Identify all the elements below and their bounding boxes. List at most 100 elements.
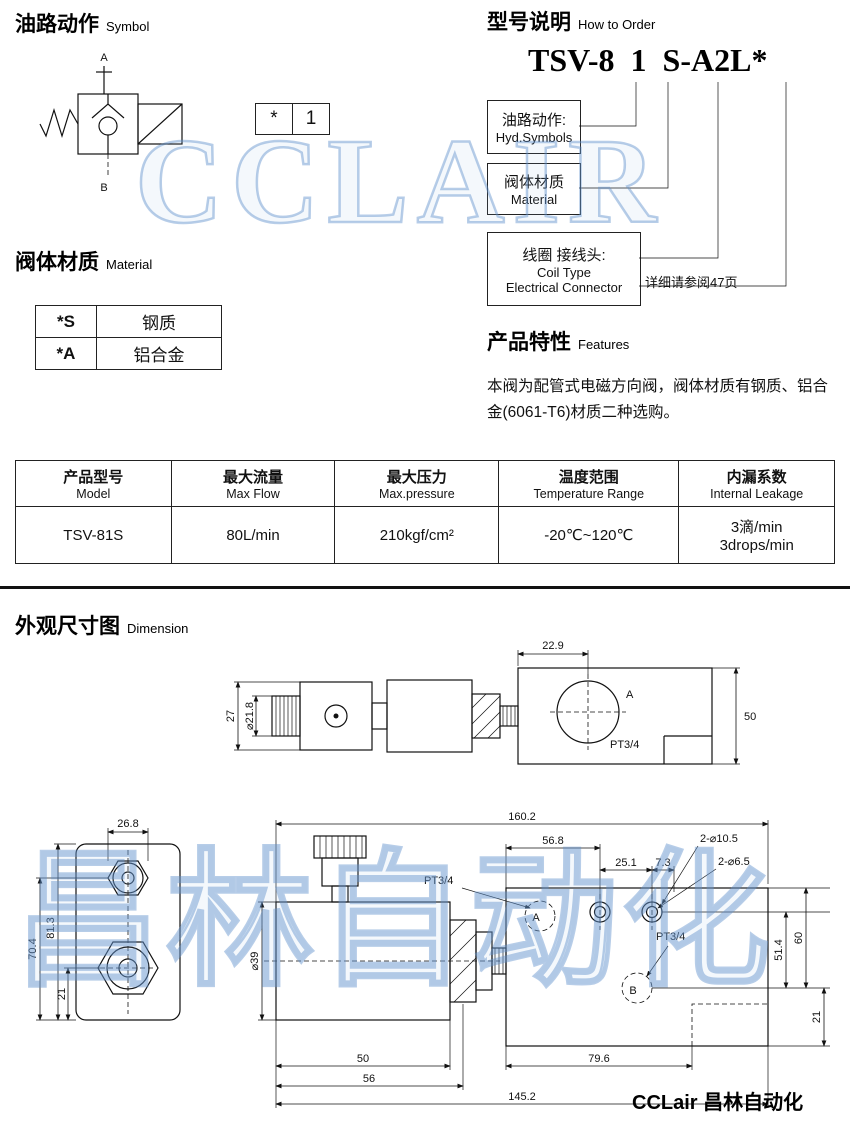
dim-label-60: 60 xyxy=(793,932,805,944)
top-view-port-a-label: A xyxy=(626,689,634,701)
section-divider xyxy=(0,586,850,589)
features-title-cn: 产品特性 xyxy=(487,331,571,354)
model-code-part-1: TSV-8 xyxy=(528,42,615,78)
material-name-steel: 钢质 xyxy=(96,305,222,338)
side-view-dimensions: 160.2 56.8 25.1 7.3 2-⌀10.5 2-⌀6.5 PT3/4… xyxy=(249,811,830,1108)
spec-table-header-row: 产品型号 Model 最大流量 Max Flow 最大压力 Max.pressu… xyxy=(15,460,835,507)
dim-label-22-9: 22.9 xyxy=(542,640,563,652)
material-title-en: Material xyxy=(106,257,153,272)
callout-holes-thru: 2-⌀6.5 xyxy=(718,856,750,868)
spec-header-temp: 温度范围 Temperature Range xyxy=(498,460,680,507)
material-row-steel: *S 钢质 xyxy=(35,305,222,338)
hydraulic-symbol-drawing: A B xyxy=(39,52,183,194)
model-code: TSV-8 1 S-A2L* xyxy=(528,42,767,79)
order-box-hyd-symbols: 油路动作: Hyd.Symbols xyxy=(487,100,581,154)
spec-table-data-row: TSV-81S 80L/min 210kgf/cm² -20℃~120℃ 3滴/… xyxy=(15,506,835,564)
symbol-code-one: 1 xyxy=(293,103,330,135)
order-box-coil-line1: 线圈 接线头: xyxy=(522,246,606,264)
material-row-aluminum: *A 铝合金 xyxy=(35,337,222,370)
symbol-lines xyxy=(39,66,183,176)
dim-label-25-1: 25.1 xyxy=(615,857,636,869)
order-title-cn: 型号说明 xyxy=(487,11,571,34)
dimension-title-cn: 外观尺寸图 xyxy=(15,615,120,638)
material-section-heading: 阀体材质 Material xyxy=(15,246,152,276)
spec-header-flow-cn: 最大流量 xyxy=(223,469,284,486)
order-leader-lines xyxy=(579,82,787,287)
spec-table: 产品型号 Model 最大流量 Max Flow 最大压力 Max.pressu… xyxy=(15,460,835,564)
spec-header-model-cn: 产品型号 xyxy=(63,469,124,486)
spec-header-pressure-en: Max.pressure xyxy=(378,487,455,501)
features-title-en: Features xyxy=(578,337,630,352)
port-b-label: B xyxy=(629,985,636,997)
dim-label-21-side: 21 xyxy=(811,1011,823,1023)
spec-header-leakage-en: Internal Leakage xyxy=(710,487,804,501)
dim-label-56-8: 56.8 xyxy=(542,835,563,847)
material-code-s: *S xyxy=(35,305,97,338)
top-view-shapes xyxy=(271,667,713,765)
dim-label-81-3: 81.3 xyxy=(45,917,57,938)
dim-label-dia-39: ⌀39 xyxy=(249,952,261,971)
order-box-coil-connector: 线圈 接线头: Coil Type Electrical Connector xyxy=(487,232,641,306)
dim-label-51-4: 51.4 xyxy=(773,939,785,960)
front-view-shapes xyxy=(75,843,181,1021)
symbol-title-cn: 油路动作 xyxy=(15,13,99,36)
spec-header-temp-cn: 温度范围 xyxy=(558,469,619,486)
dim-label-26-8: 26.8 xyxy=(117,818,138,830)
footer-brand: CCLair 昌林自动化 xyxy=(632,1092,804,1114)
front-view-dimensions: 26.8 70.4 81.3 21 xyxy=(27,818,149,1021)
side-view-shapes xyxy=(264,835,769,1047)
material-title-cn: 阀体材质 xyxy=(15,251,99,274)
dimension-title-en: Dimension xyxy=(127,621,189,636)
model-code-part-2: 1 xyxy=(630,42,647,78)
dim-label-56: 56 xyxy=(363,1073,375,1085)
order-box-hyd-line1: 油路动作: xyxy=(501,112,567,129)
dim-label-50: 50 xyxy=(744,711,756,723)
order-box-hyd-line2: Hyd.Symbols xyxy=(495,130,573,145)
side-view-drawing: 160.2 56.8 25.1 7.3 2-⌀10.5 2-⌀6.5 PT3/4… xyxy=(249,811,830,1108)
thread-a-label: PT3/4 xyxy=(424,875,453,887)
front-view-drawing: 26.8 70.4 81.3 21 xyxy=(27,818,181,1021)
dim-label-145-2: 145.2 xyxy=(508,1091,536,1103)
spec-temp-value: -20℃~120℃ xyxy=(498,506,680,564)
top-view-dimensions: 22.9 50 27 ⌀21.8 A PT3/4 xyxy=(225,640,756,765)
port-a-label: A xyxy=(532,912,540,924)
symbol-port-a-label: A xyxy=(100,52,108,64)
order-box-material-line1: 阀体材质 xyxy=(503,174,564,191)
features-text: 本阀为配管式电磁方向阀，阀体材质有钢质、铝合金(6061-T6)材质二种选购。 xyxy=(487,378,829,422)
top-view-drawing: 22.9 50 27 ⌀21.8 A PT3/4 xyxy=(225,640,756,765)
dim-label-27: 27 xyxy=(225,710,237,722)
dim-label-7-3: 7.3 xyxy=(655,857,670,869)
dim-label-160-2: 160.2 xyxy=(508,811,536,823)
material-name-aluminum: 铝合金 xyxy=(96,337,222,370)
spec-header-pressure: 最大压力 Max.pressure xyxy=(334,460,500,507)
callout-holes-cbore: 2-⌀10.5 xyxy=(700,833,738,845)
spec-header-leakage-cn: 内漏系数 xyxy=(726,469,787,486)
order-box-coil-line3: Electrical Connector xyxy=(505,279,623,295)
dim-label-79-6: 79.6 xyxy=(588,1053,609,1065)
symbol-section-heading: 油路动作 Symbol xyxy=(15,8,149,38)
dim-label-21-front: 21 xyxy=(56,988,68,1000)
spec-leakage-cn: 3滴/min xyxy=(730,519,783,536)
symbol-port-b-label: B xyxy=(100,182,107,194)
symbol-title-en: Symbol xyxy=(106,19,150,34)
dim-label-70-4: 70.4 xyxy=(27,938,39,959)
model-code-part-3: S-A2L* xyxy=(662,42,768,78)
spec-leakage-en: 3drops/min xyxy=(719,537,794,554)
spec-model-value: TSV-81S xyxy=(15,506,172,564)
symbol-code-star: * xyxy=(255,103,293,135)
spec-pressure-value: 210kgf/cm² xyxy=(334,506,500,564)
thread-b-label: PT3/4 xyxy=(656,931,685,943)
order-section-heading: 型号说明 How to Order xyxy=(487,6,655,36)
material-code-a: *A xyxy=(35,337,97,370)
spec-header-pressure-cn: 最大压力 xyxy=(386,469,447,486)
order-box-material-line2: Material xyxy=(510,192,558,207)
order-title-en: How to Order xyxy=(578,17,656,32)
spec-header-leakage: 内漏系数 Internal Leakage xyxy=(678,460,835,507)
spec-header-model-en: Model xyxy=(76,487,111,501)
spec-header-flow: 最大流量 Max Flow xyxy=(170,460,336,507)
material-table: *S 钢质 *A 铝合金 xyxy=(35,305,222,370)
spec-leakage-value: 3滴/min 3drops/min xyxy=(678,506,835,564)
order-note: 详细请参阅47页 xyxy=(645,275,738,290)
order-box-coil-line2: Coil Type xyxy=(537,264,591,280)
top-view-thread-label: PT3/4 xyxy=(610,739,639,751)
